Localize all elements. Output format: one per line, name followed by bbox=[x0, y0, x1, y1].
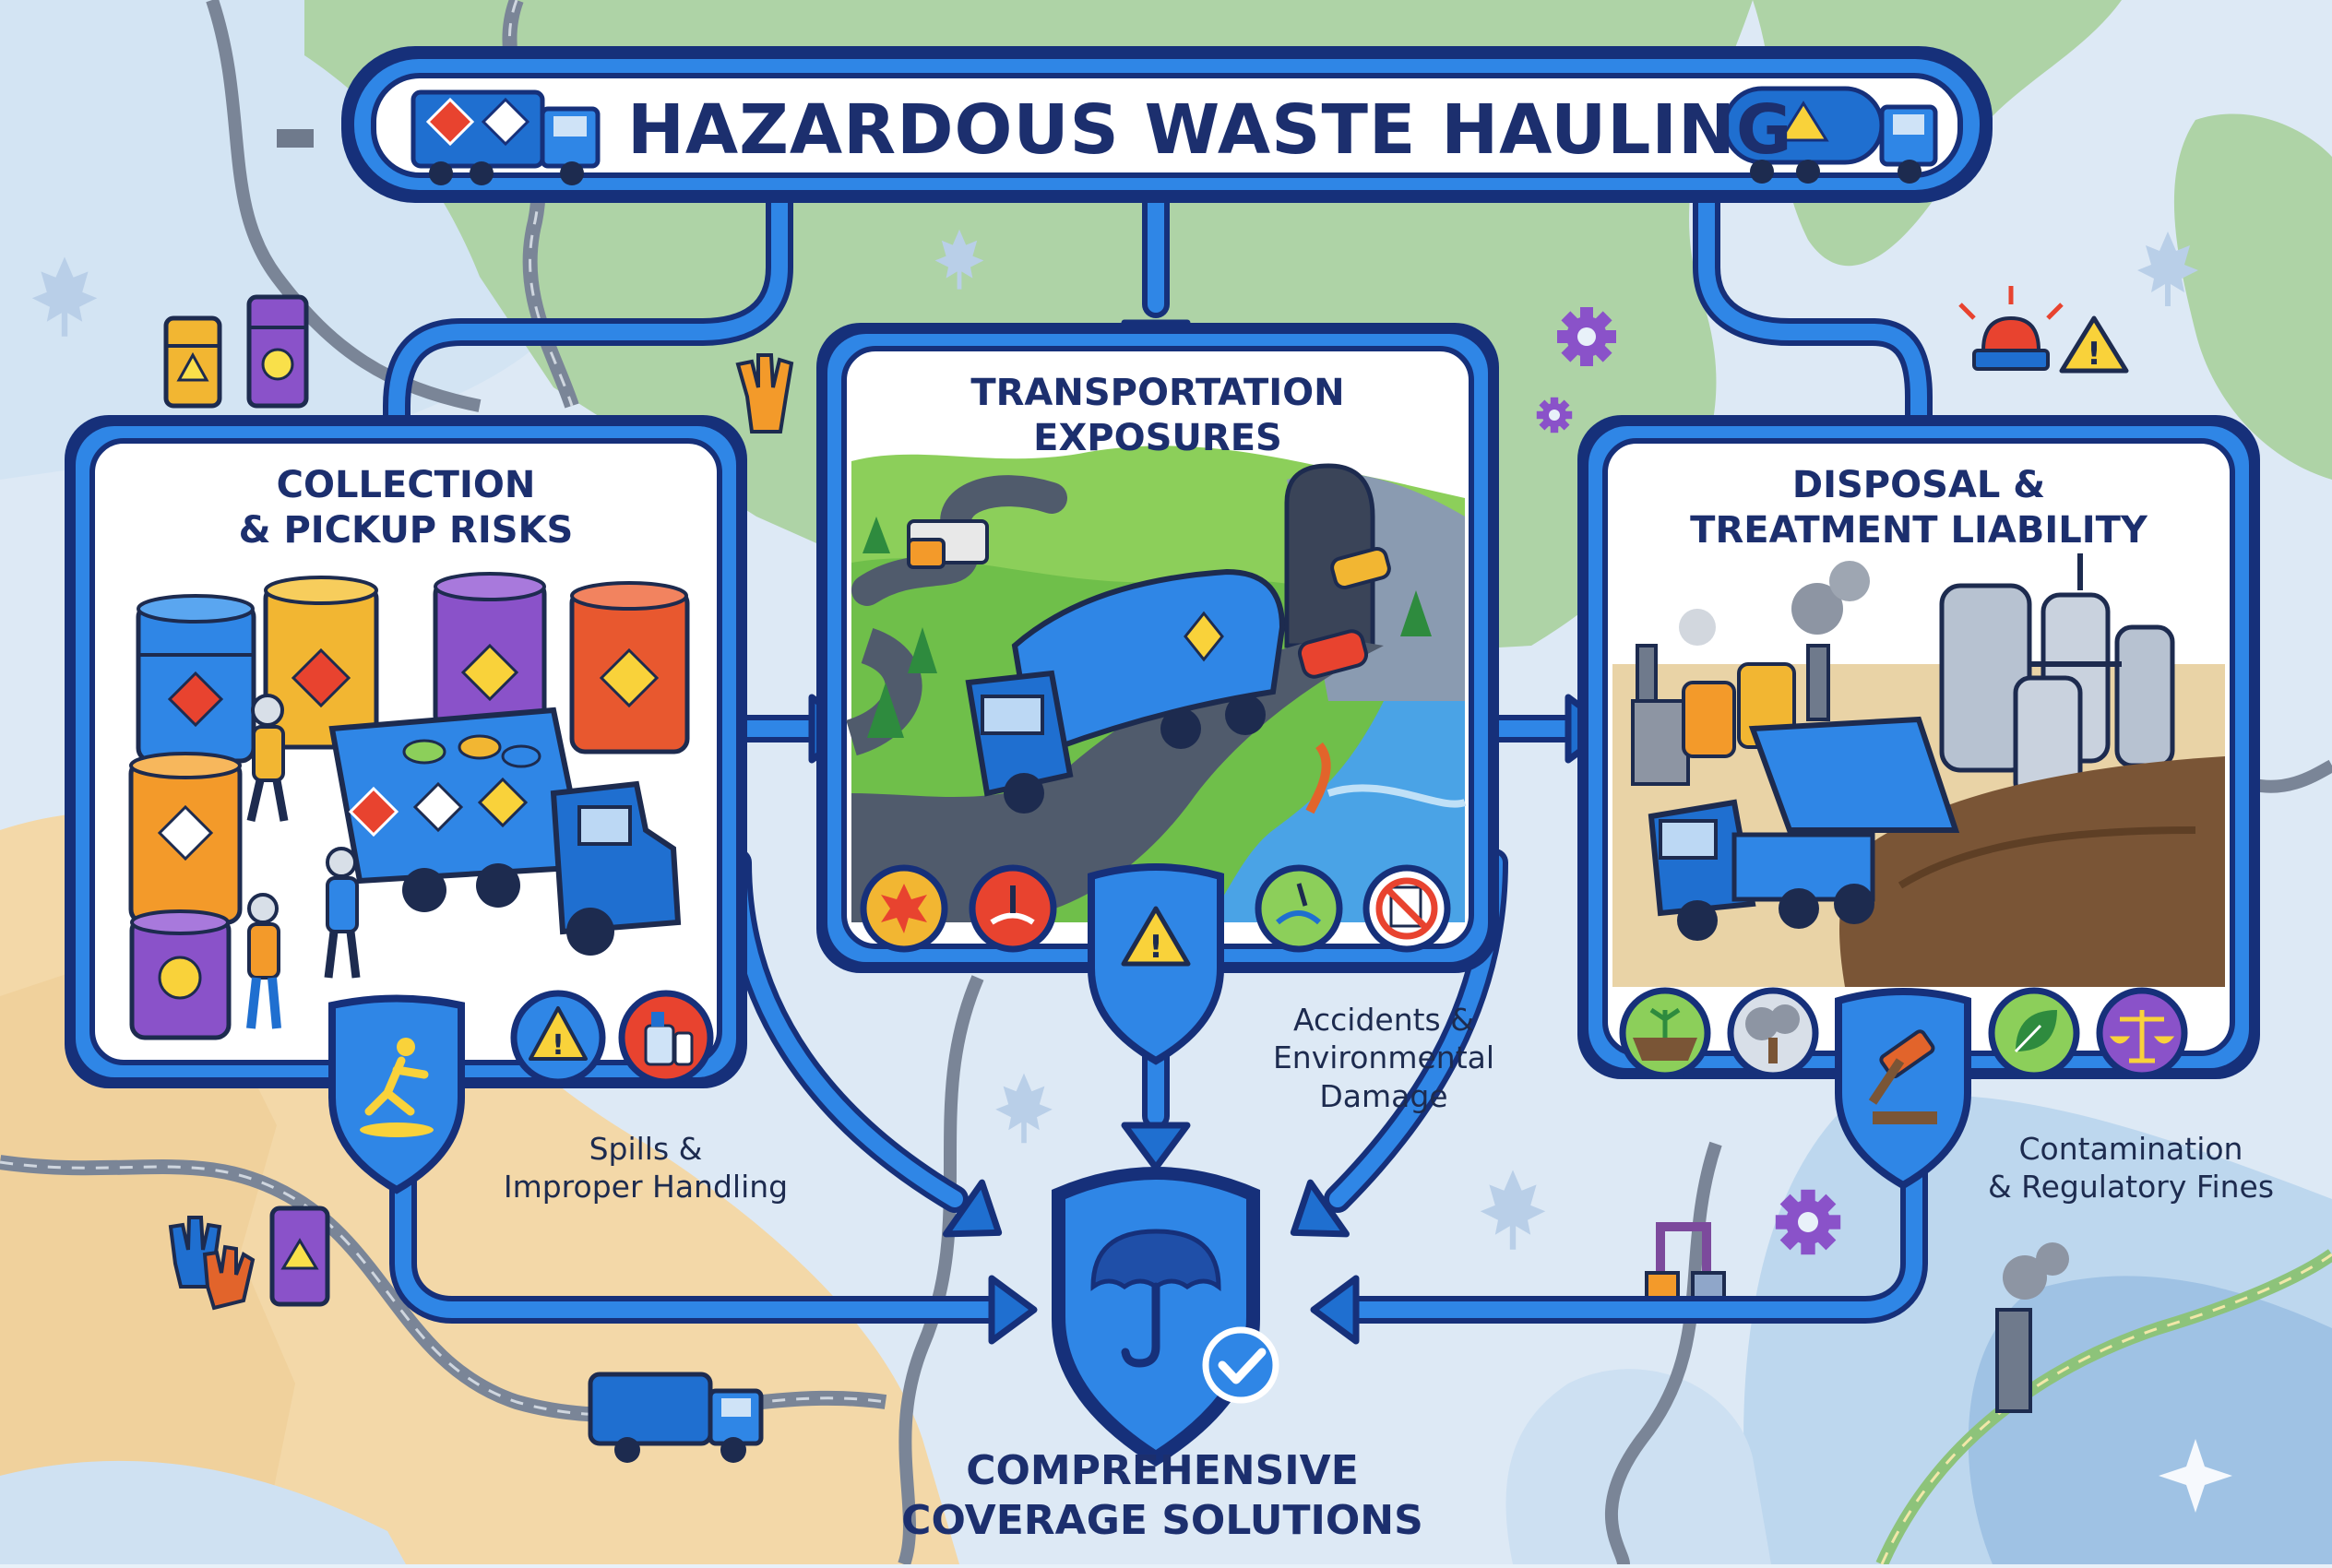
disposal-title: DISPOSAL & TREATMENT LIABILITY bbox=[1690, 464, 2148, 552]
transportation-panel: ! bbox=[816, 323, 1499, 1065]
scales-icon bbox=[2096, 987, 2188, 1079]
collision-icon bbox=[860, 864, 948, 953]
barrel-icon bbox=[569, 581, 690, 754]
barrel-icon bbox=[269, 1206, 330, 1307]
no-document-icon bbox=[1362, 864, 1451, 953]
worker-figure bbox=[324, 847, 361, 979]
umbrella-shield-icon bbox=[1052, 1167, 1260, 1467]
barrel-icon bbox=[163, 315, 222, 409]
barrel-icon bbox=[128, 752, 243, 925]
gear-icon bbox=[1775, 1189, 1841, 1255]
warning-icon: ! bbox=[2059, 315, 2129, 374]
treatment-plant bbox=[1631, 553, 2175, 801]
hazmat-truck-icon bbox=[410, 89, 601, 185]
spray-bottle-icon bbox=[618, 990, 714, 1086]
glove-icon bbox=[735, 353, 794, 434]
smoke-cloud-icon bbox=[1727, 987, 1819, 1079]
warning-icon: ! bbox=[510, 990, 606, 1086]
waste-truck bbox=[328, 707, 682, 956]
barrel-icon bbox=[136, 594, 256, 764]
transportation-caption: Accidents & Environmental Damage bbox=[1272, 1002, 1495, 1114]
dump-truck bbox=[1648, 716, 1960, 941]
tanker-truck-icon bbox=[1722, 86, 1938, 184]
collection-title: COLLECTION & PICKUP RISKS bbox=[238, 464, 574, 552]
barrel-icon bbox=[246, 294, 309, 409]
warning-shield-icon: ! bbox=[1088, 863, 1224, 1065]
gavel-icon bbox=[1835, 988, 1971, 1190]
worker-figure bbox=[246, 893, 281, 1029]
title-banner bbox=[341, 46, 1993, 203]
gear-icon bbox=[1557, 307, 1616, 366]
page-title: HAZARDOUS WASTE HAULING bbox=[627, 90, 1793, 170]
svg-text:!: ! bbox=[2087, 336, 2101, 373]
svg-text:!: ! bbox=[552, 1029, 565, 1062]
siren-icon bbox=[1958, 286, 2064, 371]
flow-connectors bbox=[383, 171, 1933, 1341]
coverage-title: COMPREHENSIVE COVERAGE SOLUTIONS bbox=[901, 1447, 1423, 1544]
svg-text:!: ! bbox=[1148, 929, 1163, 966]
collection-panel: ! bbox=[65, 415, 747, 1194]
glove-icon bbox=[168, 1216, 256, 1311]
leak-icon bbox=[1255, 864, 1343, 953]
small-car bbox=[907, 519, 1391, 679]
factory-icon bbox=[1995, 1242, 2069, 1413]
worker-figure bbox=[246, 694, 289, 822]
slip-hazard-icon bbox=[328, 994, 465, 1194]
disposal-panel bbox=[1577, 415, 2260, 1190]
garbage-truck-icon bbox=[588, 1372, 764, 1463]
water-spill-icon bbox=[969, 864, 1057, 953]
transportation-title: TRANSPORTATION EXPOSURES bbox=[970, 372, 1345, 459]
collection-caption: Spills & Improper Handling bbox=[503, 1131, 789, 1206]
barrel-icon bbox=[433, 572, 547, 731]
disposal-caption: Contamination & Regulatory Fines bbox=[1987, 1131, 2275, 1206]
barrel-icon bbox=[263, 576, 379, 750]
soil-icon bbox=[1619, 987, 1711, 1079]
tanker-truck bbox=[965, 568, 1286, 814]
gear-icon bbox=[1536, 397, 1573, 434]
barrel-icon bbox=[129, 909, 232, 1040]
checkmark-icon bbox=[1202, 1326, 1279, 1404]
leaf-icon bbox=[1988, 987, 2080, 1079]
